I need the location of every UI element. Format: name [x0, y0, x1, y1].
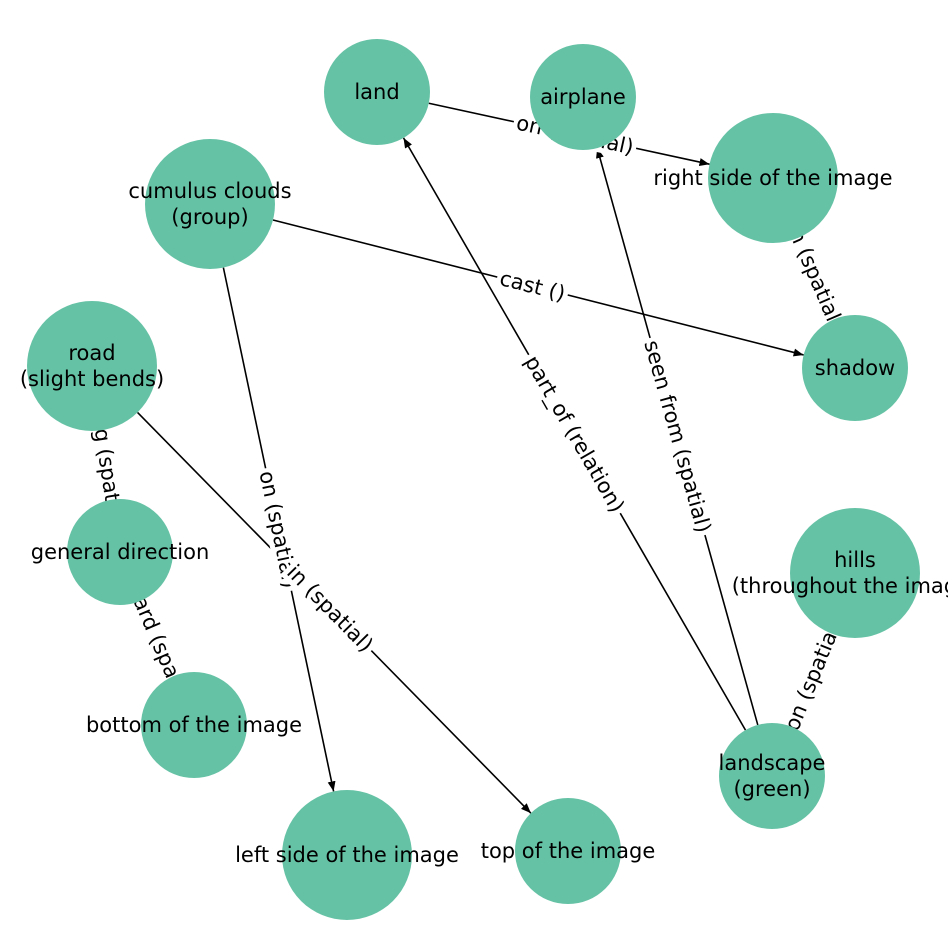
edge-label: part_of (relation) [517, 348, 631, 520]
node-circle [67, 499, 173, 605]
edge-label-text: seen from (spatial) [639, 338, 715, 536]
node-general-direction[interactable]: general direction [31, 499, 210, 605]
edge-label-text: part_of (relation) [519, 351, 629, 517]
node-circle [141, 672, 247, 778]
node-label: bottom of the image [86, 713, 302, 737]
node-right-side[interactable]: right side of the image [653, 113, 893, 243]
node-circle [790, 508, 920, 638]
node-bottom[interactable]: bottom of the image [86, 672, 302, 778]
node-circle [708, 113, 838, 243]
node-label: general direction [31, 540, 210, 564]
node-label: (green) [733, 777, 810, 801]
node-circle [27, 301, 157, 431]
node-label: cumulus clouds [128, 179, 291, 203]
node-landscape[interactable]: landscape(green) [719, 723, 826, 829]
node-label: top of the image [481, 839, 656, 863]
edge-label-text: cast () [497, 266, 568, 306]
node-label: (slight bends) [20, 367, 164, 391]
node-circle [515, 798, 621, 904]
node-land[interactable]: land [324, 39, 430, 145]
node-circle [282, 790, 412, 920]
node-label: left side of the image [235, 843, 459, 867]
node-label: hills [834, 548, 876, 572]
node-label: road [68, 341, 115, 365]
node-left-side[interactable]: left side of the image [235, 790, 459, 920]
node-label: landscape [719, 751, 826, 775]
node-shadow[interactable]: shadow [802, 315, 908, 421]
node-circle [145, 139, 275, 269]
node-road[interactable]: road(slight bends) [20, 301, 164, 431]
node-circle [802, 315, 908, 421]
node-label: land [354, 80, 399, 104]
edge-label: cast () [494, 265, 571, 307]
node-hills[interactable]: hills(throughout the image) [732, 508, 948, 638]
edge-label-text: in (spatial) [282, 560, 378, 657]
node-cumulus[interactable]: cumulus clouds(group) [128, 139, 292, 269]
node-label: right side of the image [653, 166, 892, 190]
edge-label: seen from (spatial) [638, 334, 717, 539]
node-circle [530, 44, 636, 150]
node-top[interactable]: top of the image [481, 798, 656, 904]
node-circle [324, 39, 430, 145]
node-label: airplane [540, 85, 626, 109]
node-circle [719, 723, 825, 829]
node-label: (group) [171, 205, 248, 229]
node-label: (throughout the image) [732, 574, 948, 598]
node-airplane[interactable]: airplane [530, 44, 636, 150]
node-label: shadow [815, 356, 895, 380]
